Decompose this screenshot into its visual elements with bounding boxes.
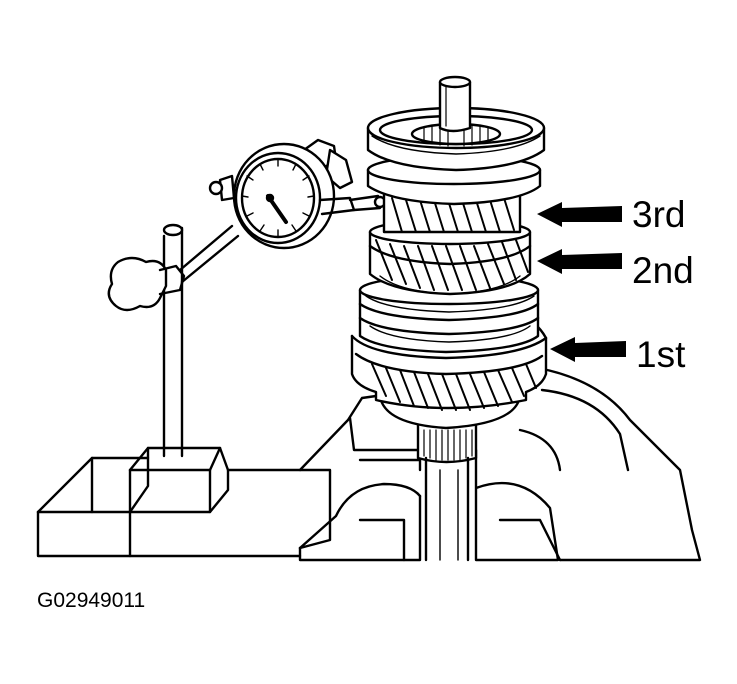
- transmission-case: [298, 366, 702, 562]
- output-shaft: [416, 422, 478, 562]
- third-gear-label: 3rd: [632, 194, 686, 235]
- input-shaft: [438, 75, 472, 133]
- arrow-left-icon: [550, 337, 626, 362]
- dial-indicator: [208, 142, 387, 250]
- second-gear-label: 2nd: [632, 250, 694, 291]
- indicator-stand: [107, 138, 354, 458]
- first-gear-label: 1st: [636, 334, 686, 375]
- bench-block: [36, 446, 332, 558]
- callout-arrows: [537, 202, 626, 362]
- arrow-left-icon: [537, 249, 622, 274]
- figure-code: G02949011: [37, 589, 146, 612]
- arrow-left-icon: [537, 202, 622, 227]
